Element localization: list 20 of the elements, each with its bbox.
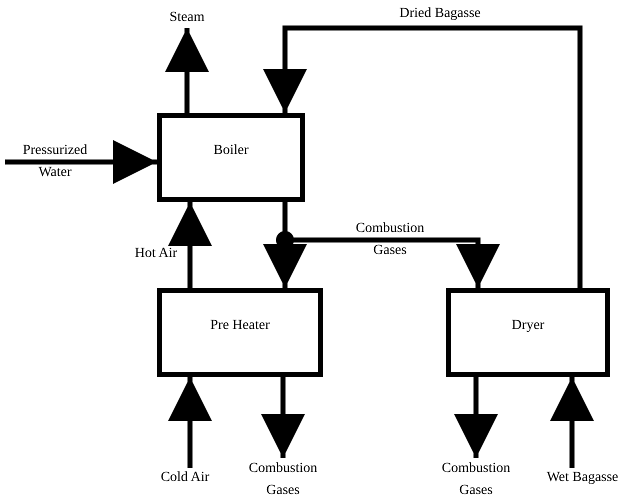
stream-label: Wet Bagasse [533, 468, 632, 488]
stream-label: Cold Air [145, 468, 225, 488]
stream-label: Combustion Gases [238, 458, 328, 502]
process-box: Boiler [157, 113, 305, 202]
stream-label: Combustion Gases [431, 458, 521, 502]
edge-label: Combustion Gases [354, 220, 426, 260]
flow-arrow [454, 377, 498, 458]
stream-label: Pressurized Water [5, 140, 105, 184]
flow-arrow [550, 377, 594, 468]
flow-arrow [168, 377, 212, 468]
flow-arrow [263, 26, 582, 288]
flow-arrow [168, 202, 212, 288]
flow-arrow [165, 28, 209, 113]
process-box: Dryer [446, 288, 610, 377]
flow-arrow [261, 377, 305, 458]
process-box: Pre Heater [157, 288, 323, 377]
edge-label: Dried Bagasse [398, 5, 482, 23]
edge-label: Hot Air [134, 245, 178, 263]
flow-arrow [5, 140, 157, 184]
stream-label: Steam [162, 8, 212, 28]
